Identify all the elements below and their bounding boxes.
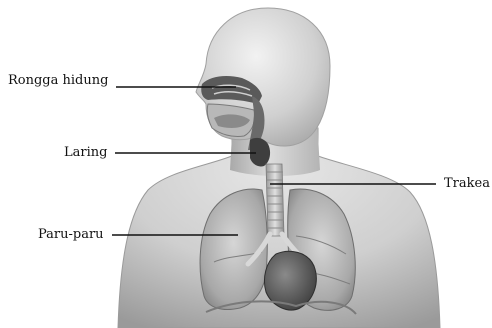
label-lungs: Paru-paru — [38, 227, 104, 243]
label-larynx: Laring — [64, 145, 107, 161]
trachea — [266, 164, 284, 236]
label-nasal-cavity: Rongga hidung — [8, 73, 108, 89]
label-trachea: Trakea — [444, 176, 490, 192]
